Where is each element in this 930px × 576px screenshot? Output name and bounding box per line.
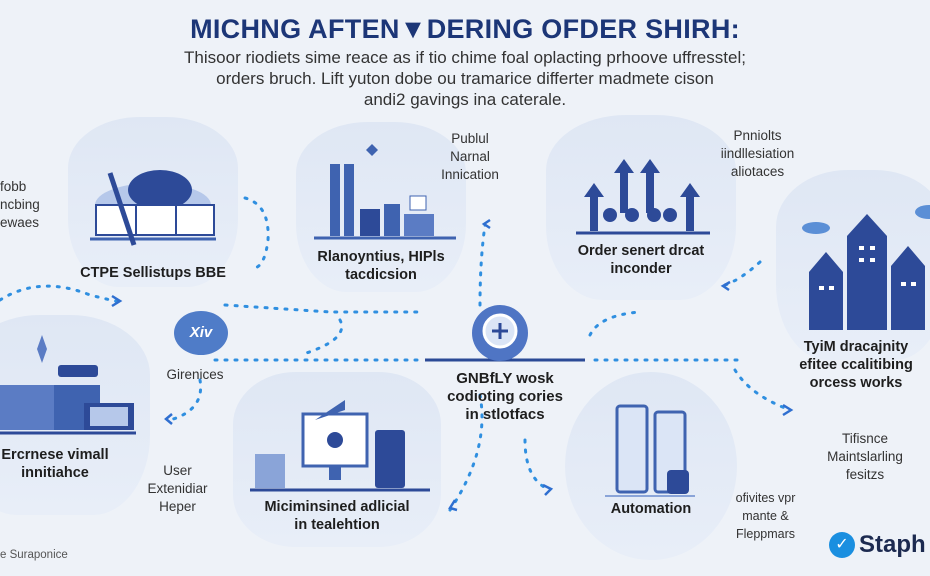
cloud-database-icon bbox=[90, 170, 216, 246]
logo-text: Staph bbox=[859, 531, 926, 558]
panel-label: Automation bbox=[610, 501, 692, 517]
arrows-up-icon bbox=[576, 159, 710, 235]
brand-logo: ✓ Staph bbox=[829, 531, 926, 559]
panel-label: CTPE Sellistups BBE bbox=[80, 265, 226, 281]
subtitle-line: Thisoor riodiets sime reace as if tio ch… bbox=[184, 48, 746, 67]
city-buildings-icon bbox=[802, 205, 930, 330]
globe-hub-icon bbox=[472, 305, 528, 361]
badge-circle: Xiv bbox=[174, 311, 228, 355]
footer-text: e Suraponice bbox=[0, 549, 68, 561]
subtitle-line: orders bruch. Lift yuton dobe ou tramari… bbox=[216, 69, 714, 88]
factory-buildings-icon bbox=[314, 144, 456, 240]
computer-gear-icon bbox=[250, 400, 430, 492]
subtitle-line: andi2 gavings ina caterale. bbox=[363, 90, 567, 109]
page-title: MICHNG AFTEN▼DERING OFDER SHIRH: bbox=[190, 14, 740, 44]
panel-cloud-setups: CTPE Sellistups BBE bbox=[68, 117, 238, 287]
subtitle: Thisoor riodiets sime reace as if tio ch… bbox=[0, 47, 930, 110]
panel-automation: Automation bbox=[565, 372, 737, 560]
note-girenices: Girenices bbox=[166, 367, 224, 382]
servers-icon bbox=[0, 335, 136, 435]
phones-icon bbox=[605, 404, 695, 497]
checkmark-icon: ✓ bbox=[829, 532, 855, 558]
